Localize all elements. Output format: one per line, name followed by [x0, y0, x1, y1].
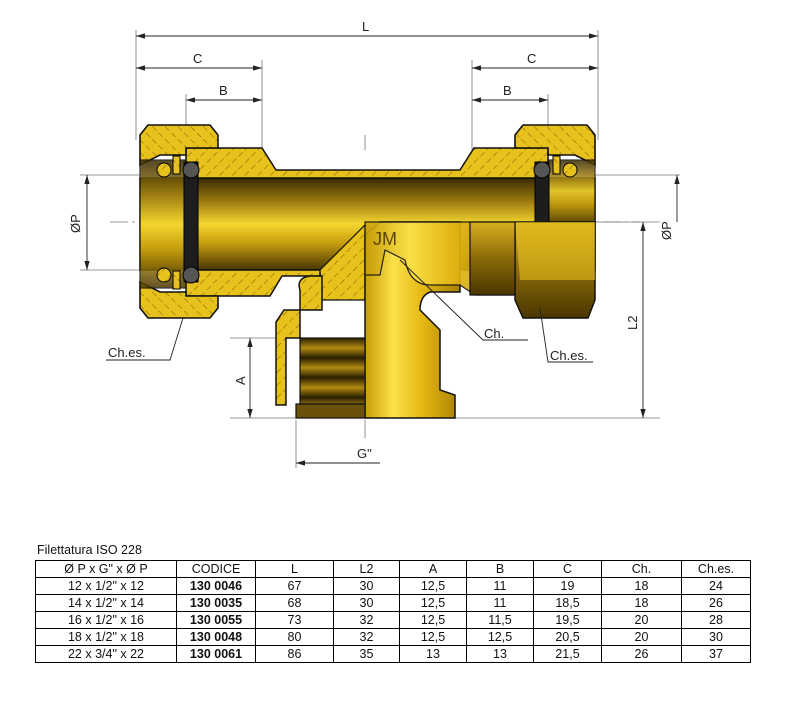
col-header-C: C: [533, 560, 602, 578]
manufacturer-mark: JM: [373, 229, 397, 249]
dim-label-phiP-left: ØP: [68, 214, 83, 233]
cell-A: 12,5: [399, 594, 467, 612]
cell-C: 18,5: [533, 594, 602, 612]
dim-label-G: G": [357, 446, 372, 461]
cell-B: 11: [466, 594, 534, 612]
cell-A: 12,5: [399, 628, 467, 646]
col-header-B: B: [466, 560, 534, 578]
col-header-L2: L2: [333, 560, 400, 578]
col-header-size: Ø P x G" x Ø P: [35, 560, 177, 578]
cell-Ches: 28: [681, 611, 751, 629]
dim-label-L: L: [362, 19, 369, 34]
cell-code: 130 0048: [176, 628, 256, 646]
cell-Ch: 20: [601, 611, 682, 629]
cell-Ch: 18: [601, 594, 682, 612]
right-compression-nut: [469, 124, 596, 319]
cell-code: 130 0046: [176, 577, 256, 595]
cell-L2: 30: [333, 594, 400, 612]
callout-Ches-right: Ch.es.: [550, 348, 588, 363]
cell-C: 19: [533, 577, 602, 595]
cell-L2: 32: [333, 611, 400, 629]
specification-table: Ø P x G" x Ø P CODICE L L2 A B C Ch. Ch.…: [35, 560, 751, 663]
cell-L2: 32: [333, 628, 400, 646]
cell-size: 18 x 1/2" x 18: [35, 628, 177, 646]
cell-L: 86: [255, 645, 334, 663]
col-header-Ch: Ch.: [601, 560, 682, 578]
left-compression-nut: [139, 124, 219, 319]
callout-Ches-left: Ch.es.: [108, 345, 146, 360]
col-header-code: CODICE: [176, 560, 256, 578]
cell-size: 14 x 1/2" x 14: [35, 594, 177, 612]
cell-A: 12,5: [399, 577, 467, 595]
table-row: 12 x 1/2" x 12 130 0046 67 30 12,5 11 19…: [35, 577, 751, 595]
col-header-L: L: [255, 560, 334, 578]
table-row: 22 x 3/4" x 22 130 0061 86 35 13 13 21,5…: [35, 645, 751, 663]
dim-label-C-right: C: [527, 51, 536, 66]
cell-B: 11: [466, 577, 534, 595]
dimension-lines: [84, 33, 680, 466]
table-row: 16 x 1/2" x 16 130 0055 73 32 12,5 11,5 …: [35, 611, 751, 629]
dim-label-A: A: [233, 376, 248, 385]
cell-C: 20,5: [533, 628, 602, 646]
cell-L: 73: [255, 611, 334, 629]
table-caption: Filettatura ISO 228: [37, 543, 142, 557]
cell-L2: 30: [333, 577, 400, 595]
table-row: 18 x 1/2" x 18 130 0048 80 32 12,5 12,5 …: [35, 628, 751, 646]
cell-size: 22 x 3/4" x 22: [35, 645, 177, 663]
cell-Ches: 30: [681, 628, 751, 646]
cell-size: 12 x 1/2" x 12: [35, 577, 177, 595]
cell-A: 12,5: [399, 611, 467, 629]
cell-L: 80: [255, 628, 334, 646]
cell-C: 21,5: [533, 645, 602, 663]
cell-L: 67: [255, 577, 334, 595]
cell-Ches: 37: [681, 645, 751, 663]
tee-body: JM: [139, 147, 596, 419]
dim-label-L2: L2: [625, 316, 640, 330]
dim-label-B-left: B: [219, 83, 228, 98]
cell-L2: 35: [333, 645, 400, 663]
cell-B: 13: [466, 645, 534, 663]
cell-Ch: 20: [601, 628, 682, 646]
tee-fitting-technical-drawing: JM: [68, 19, 680, 468]
cell-Ch: 18: [601, 577, 682, 595]
cell-Ches: 26: [681, 594, 751, 612]
col-header-Ches: Ch.es.: [681, 560, 751, 578]
cell-code: 130 0055: [176, 611, 256, 629]
col-header-A: A: [399, 560, 467, 578]
cell-Ches: 24: [681, 577, 751, 595]
table-row: 14 x 1/2" x 14 130 0035 68 30 12,5 11 18…: [35, 594, 751, 612]
cell-B: 12,5: [466, 628, 534, 646]
cell-C: 19,5: [533, 611, 602, 629]
dim-label-C-left: C: [193, 51, 202, 66]
callout-Ch: Ch.: [484, 326, 504, 341]
cell-L: 68: [255, 594, 334, 612]
cell-size: 16 x 1/2" x 16: [35, 611, 177, 629]
cell-code: 130 0035: [176, 594, 256, 612]
cell-code: 130 0061: [176, 645, 256, 663]
dim-label-phiP-right: ØP: [659, 221, 674, 240]
cell-Ch: 26: [601, 645, 682, 663]
cell-B: 11,5: [466, 611, 534, 629]
dim-label-B-right: B: [503, 83, 512, 98]
cell-A: 13: [399, 645, 467, 663]
table-header-row: Ø P x G" x Ø P CODICE L L2 A B C Ch. Ch.…: [35, 560, 751, 578]
